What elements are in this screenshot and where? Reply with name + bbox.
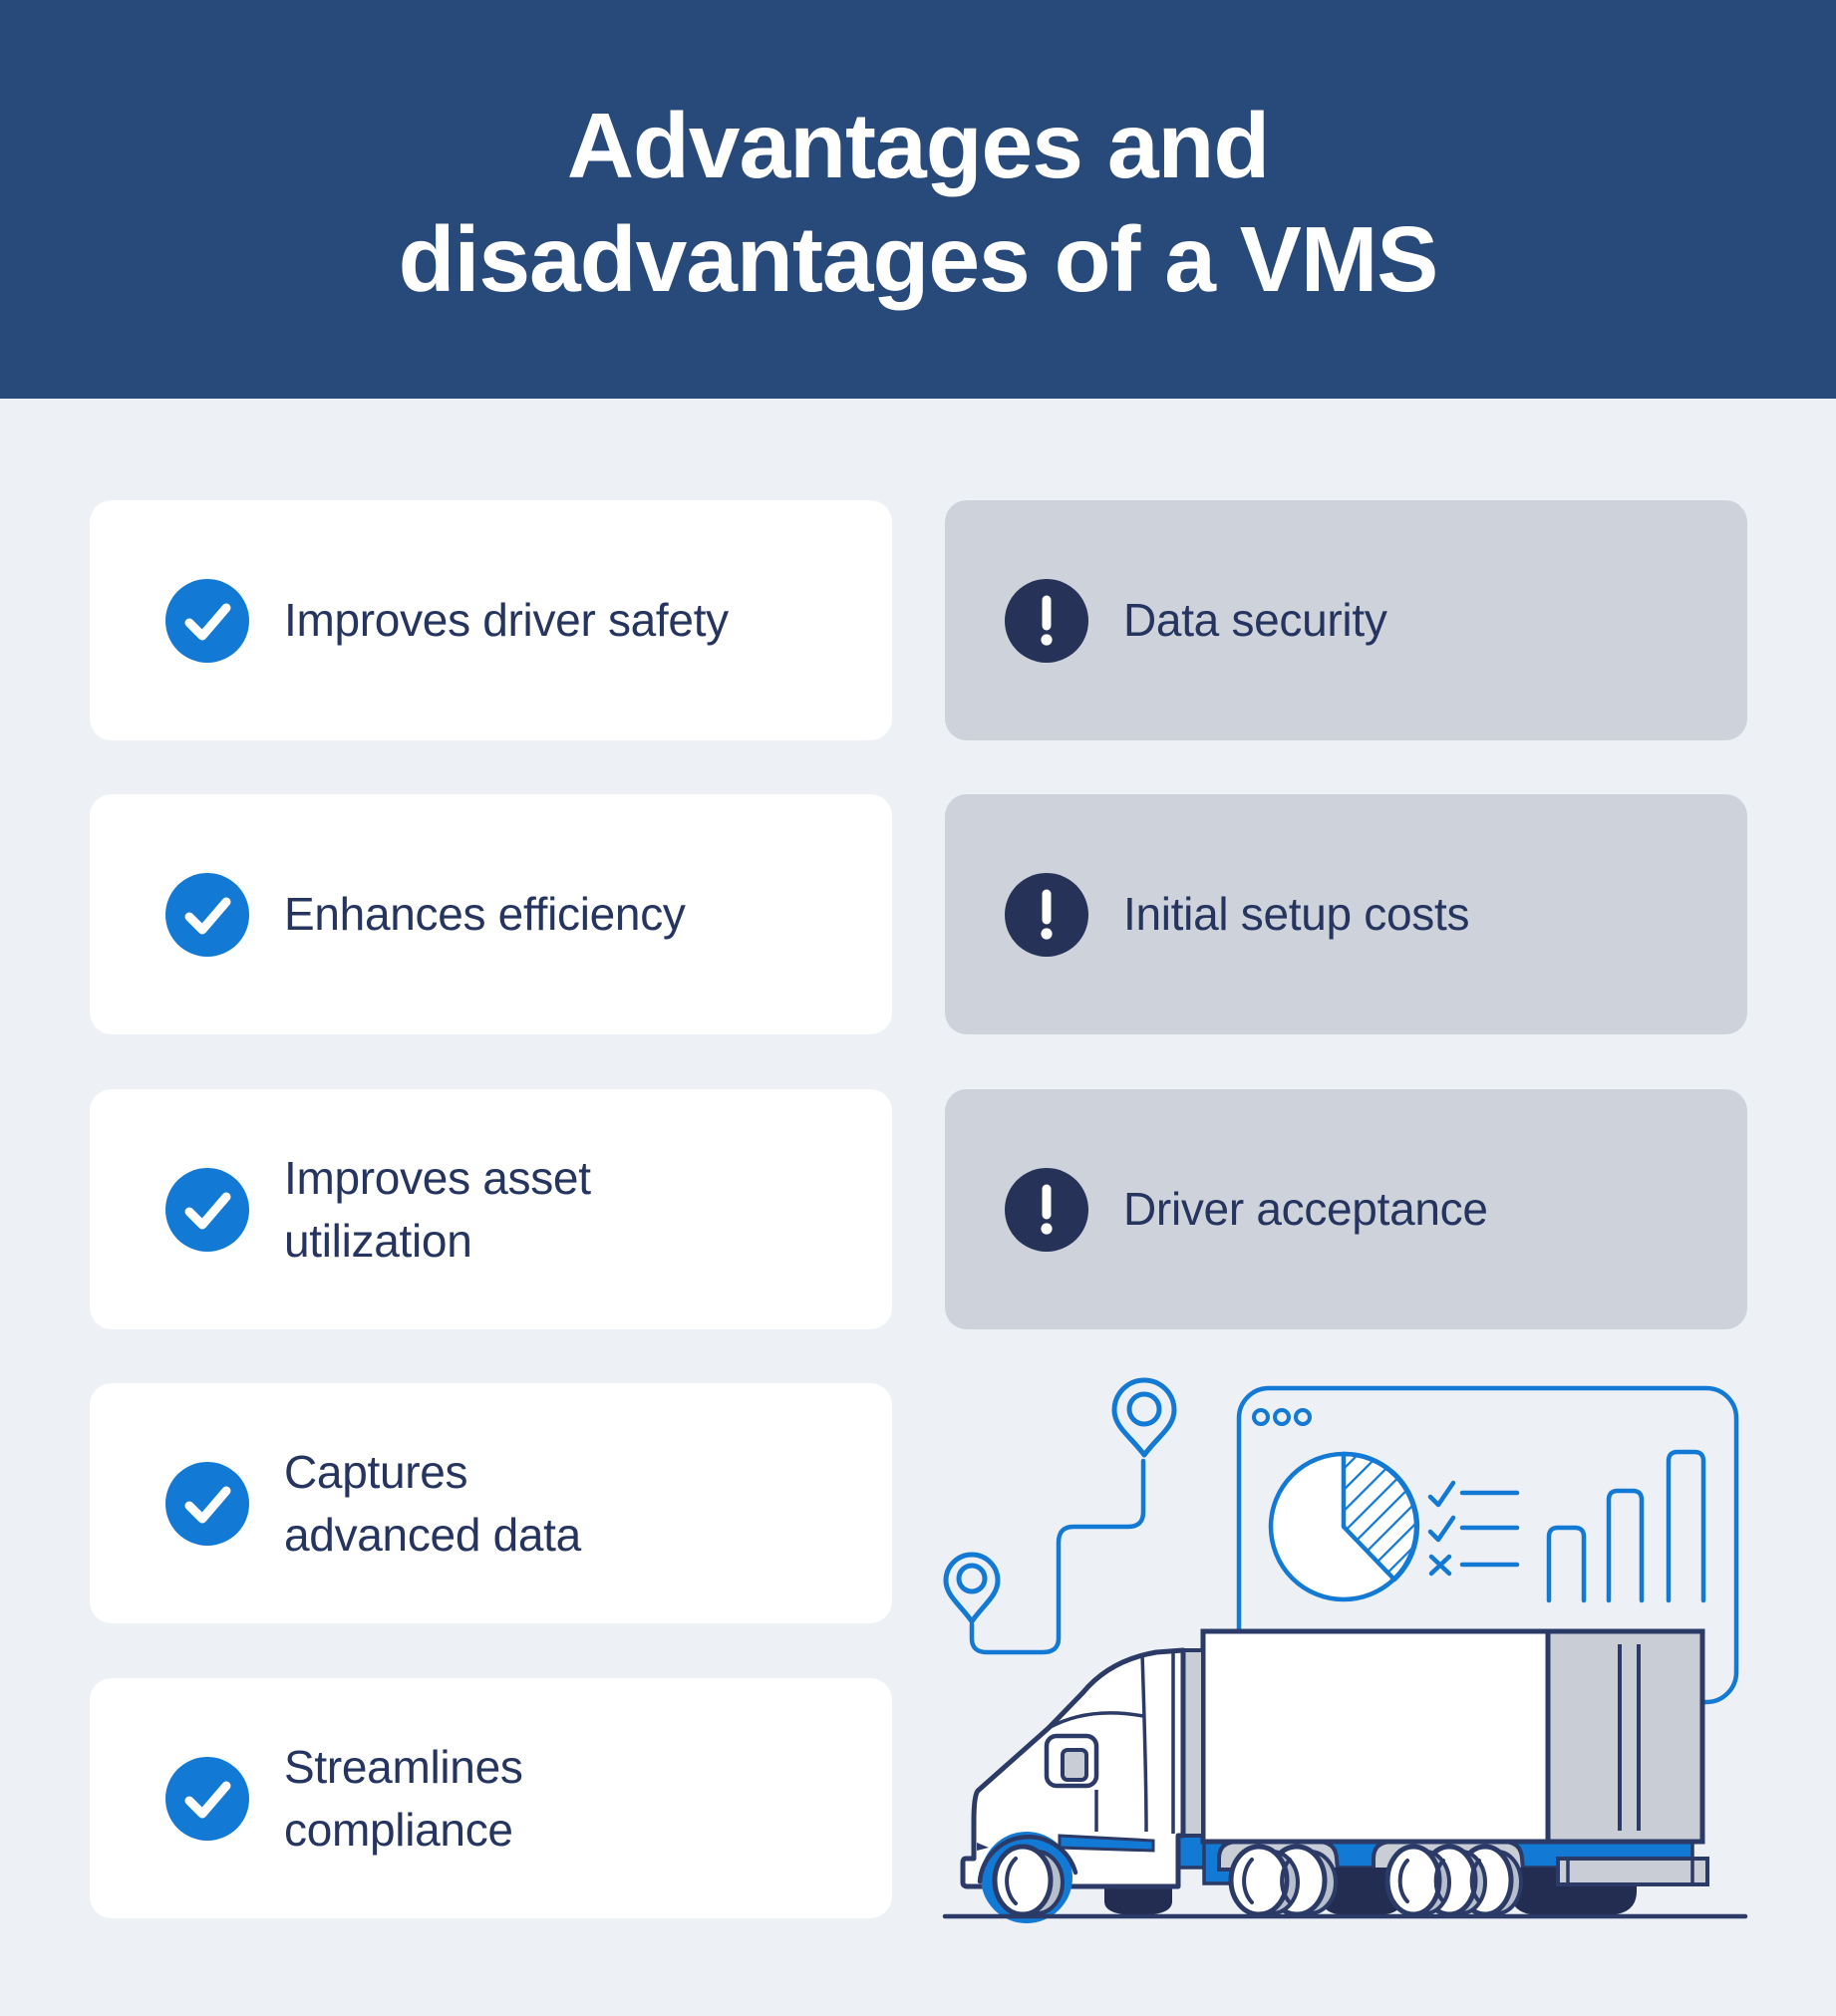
advantage-card: Improves driver safety — [90, 500, 892, 740]
bar-chart — [1546, 1449, 1706, 1603]
drive-wheels — [1228, 1844, 1338, 1917]
disadvantage-label: Data security — [1123, 594, 1387, 646]
disadvantage-label: Initial setup costs — [1123, 888, 1470, 940]
exclamation-icon — [1005, 578, 1088, 663]
advantage-label: Improves asset utilization — [284, 1151, 591, 1267]
advantage-label: Captures advanced data — [284, 1445, 581, 1561]
location-pin-icon — [943, 1552, 1001, 1624]
check-icon — [165, 1167, 249, 1252]
disadvantage-card: Initial setup costs — [945, 794, 1747, 1034]
trailer-box — [1200, 1628, 1551, 1845]
steer-wheel — [992, 1844, 1065, 1917]
location-pin-icon — [1111, 1377, 1177, 1458]
page-title-line-1: Advantages and — [566, 94, 1270, 197]
exclamation-icon — [1005, 1167, 1088, 1252]
header-banner: Advantages and disadvantages of a VMS — [0, 0, 1836, 399]
semi-truck — [942, 1628, 1748, 1923]
advantage-label: Enhances efficiency — [284, 888, 686, 940]
exclamation-icon — [1005, 872, 1088, 957]
trailer-rear-doors — [1545, 1628, 1705, 1845]
advantage-label: Streamlines compliance — [284, 1740, 523, 1856]
check-icon — [165, 578, 249, 663]
check-icon — [165, 1461, 249, 1546]
checklist — [1427, 1480, 1520, 1577]
page-title-line-2: disadvantages of a VMS — [398, 207, 1439, 311]
check-icon — [165, 872, 249, 957]
disadvantage-card: Driver acceptance — [945, 1089, 1747, 1329]
headlight-icon — [977, 1843, 989, 1851]
advantage-card: Streamlines compliance — [90, 1678, 892, 1918]
rear-bumper — [1556, 1857, 1709, 1886]
advantage-card: Improves asset utilization — [90, 1089, 892, 1329]
trailer-wheels — [1384, 1844, 1523, 1917]
browser-window — [1236, 1385, 1739, 1705]
advantage-label: Improves driver safety — [284, 594, 729, 646]
route-line — [969, 1458, 1146, 1655]
window-dots-icon — [1252, 1408, 1312, 1426]
check-icon — [165, 1756, 249, 1841]
advantage-card: Captures advanced data — [90, 1383, 892, 1623]
route-map — [943, 1377, 1177, 1655]
disadvantage-card: Data security — [945, 500, 1747, 740]
disadvantage-label: Driver acceptance — [1123, 1183, 1488, 1235]
truck-telematics-illustration — [942, 1377, 1748, 1923]
fuel-tank-shadow — [1104, 1886, 1172, 1915]
advantage-card: Enhances efficiency — [90, 794, 892, 1034]
pie-chart — [1268, 1451, 1419, 1602]
